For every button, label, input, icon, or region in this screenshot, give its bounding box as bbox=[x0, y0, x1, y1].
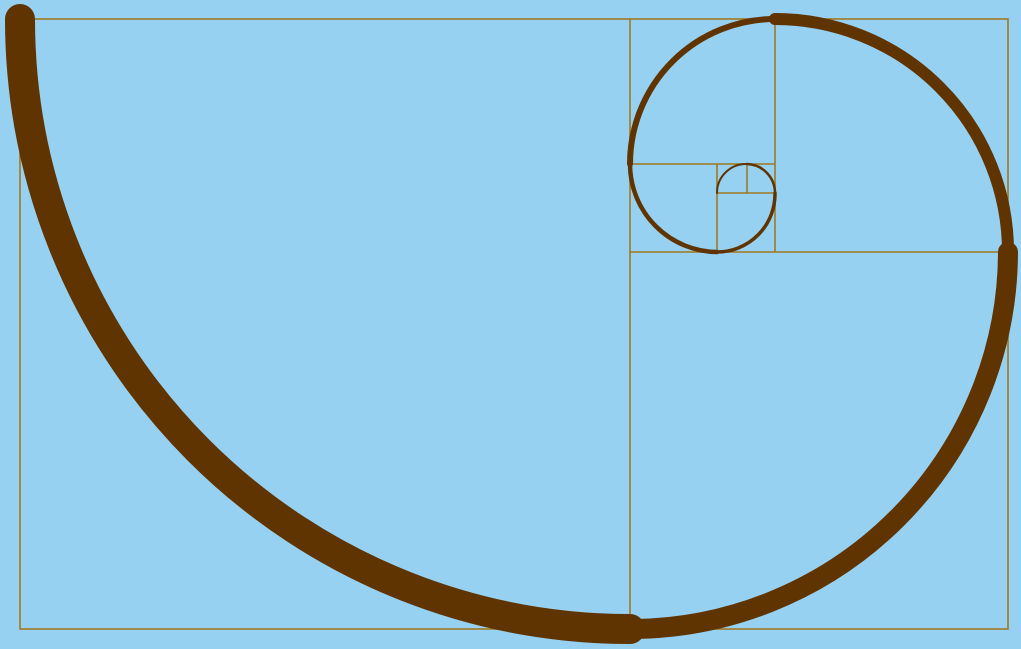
spiral-arc-8 bbox=[716, 162, 748, 194]
spiral-arc-7 bbox=[745, 162, 777, 195]
spiral-arc-4 bbox=[627, 16, 778, 167]
spiral-arc-5 bbox=[627, 161, 720, 255]
spiral-arc-6 bbox=[715, 191, 777, 254]
golden-spiral bbox=[5, 4, 1018, 644]
spiral-arc-2 bbox=[620, 242, 1018, 639]
spiral-arc-3 bbox=[769, 13, 1014, 258]
spiral-arc-1 bbox=[5, 4, 645, 644]
